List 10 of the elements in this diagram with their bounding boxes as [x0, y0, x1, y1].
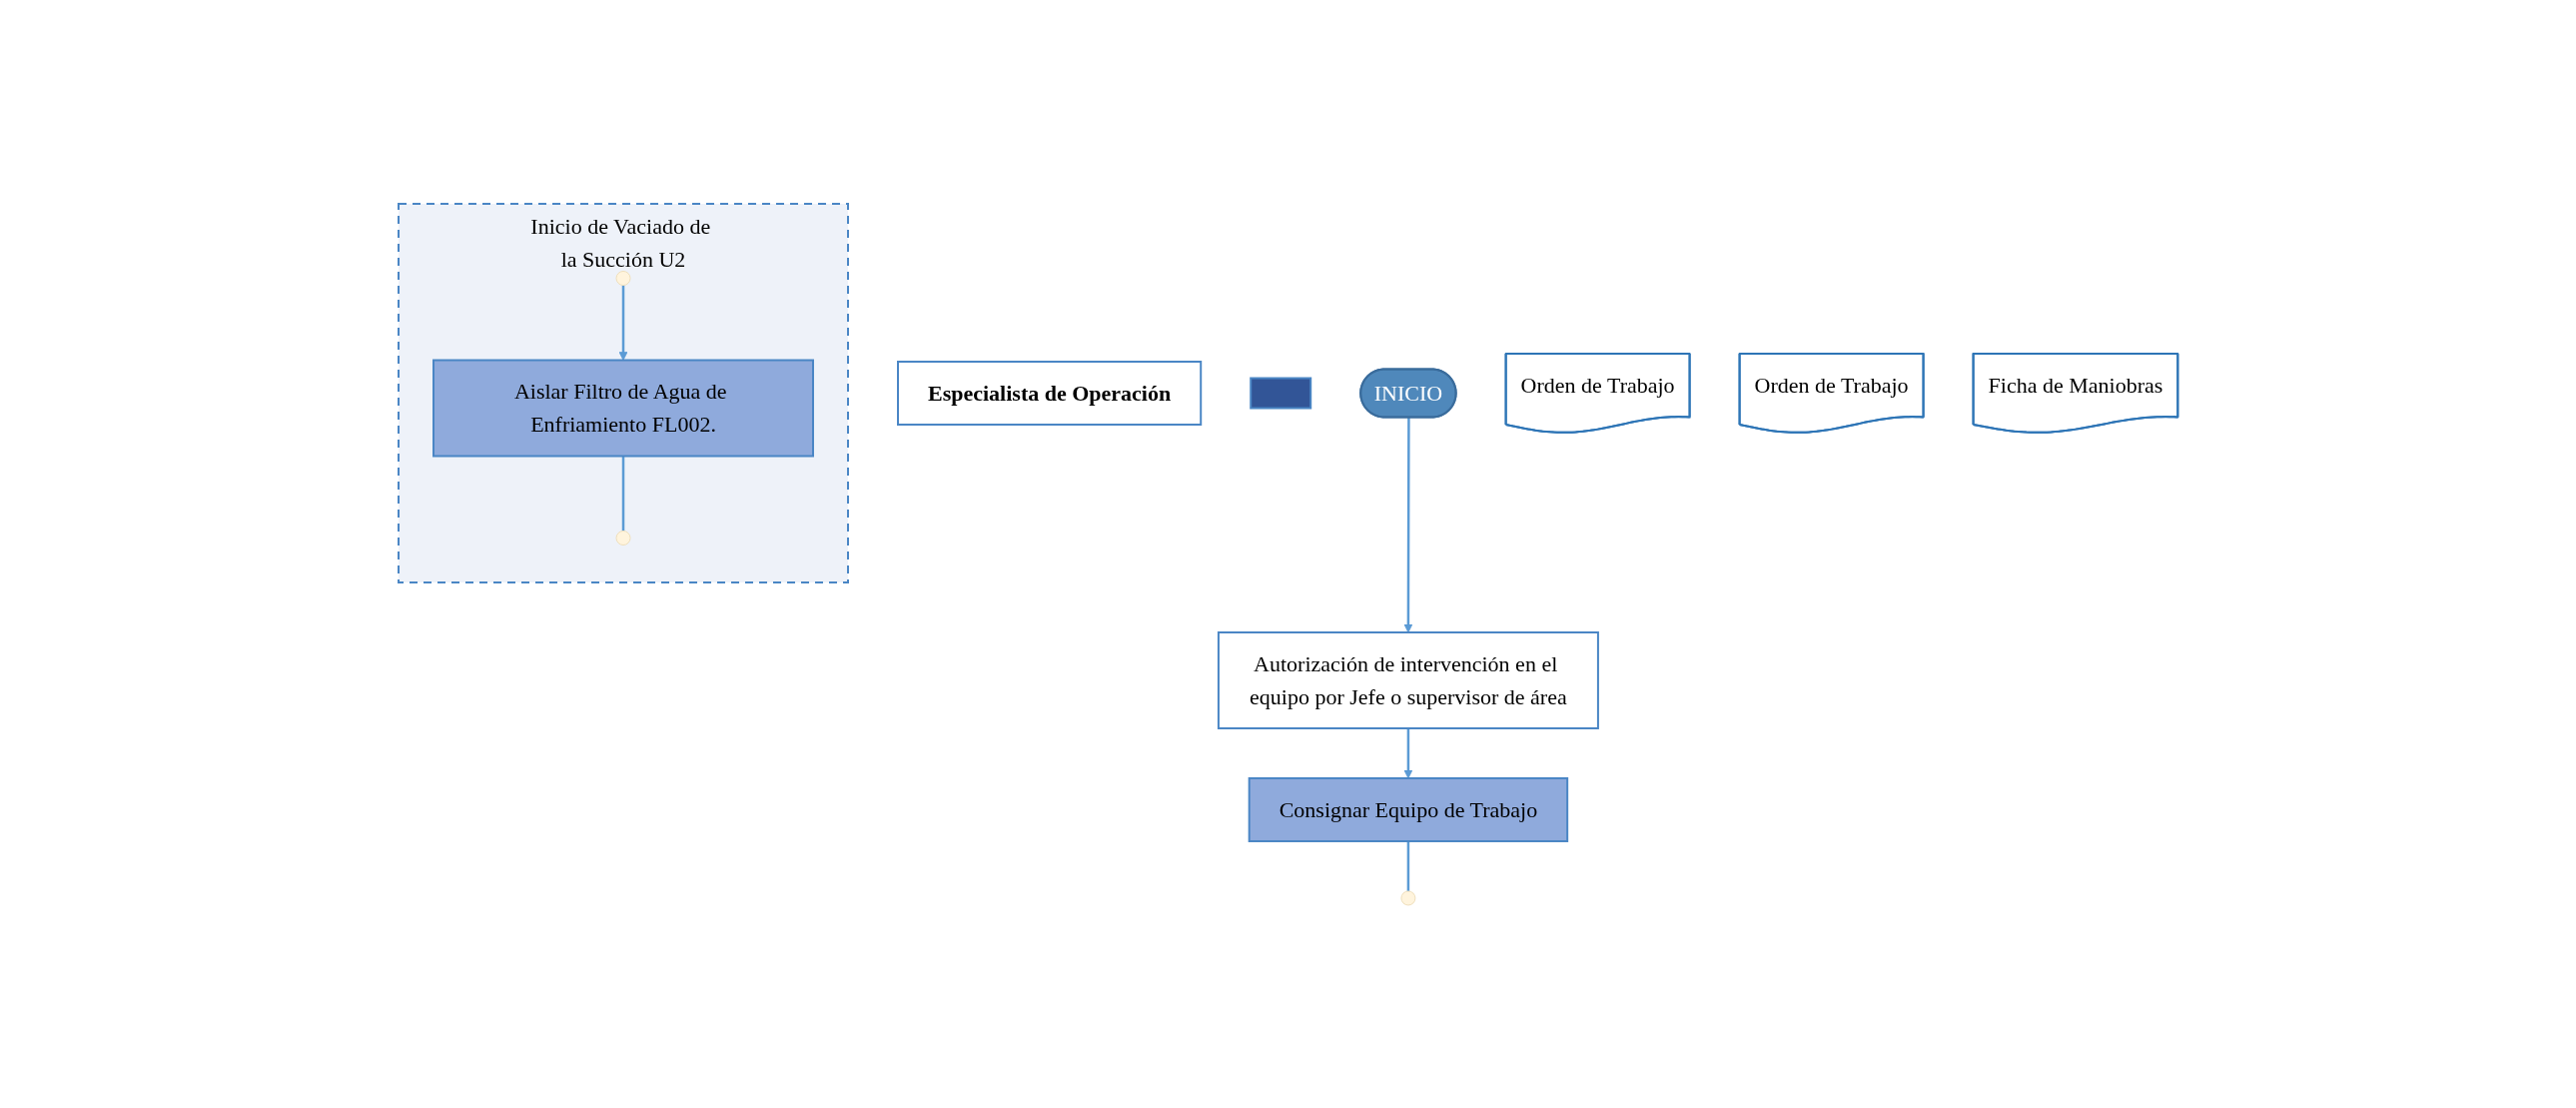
arrow: [1403, 417, 1413, 632]
node-box: Especialista de Operación: [896, 360, 1203, 426]
node-box: [1250, 377, 1312, 409]
connector-line: [1406, 840, 1409, 891]
node-box: Consignar Equipo de Trabajo: [1248, 776, 1568, 842]
arrow: [618, 285, 628, 361]
arrow: [1403, 727, 1413, 778]
node-box: Aislar Filtro de Agua de Enfriamiento FL002.: [431, 359, 814, 457]
node-box: Autorización de intervención en el equipo por Jefe o supervisor de área: [1217, 630, 1599, 729]
connector-line: [621, 456, 625, 531]
